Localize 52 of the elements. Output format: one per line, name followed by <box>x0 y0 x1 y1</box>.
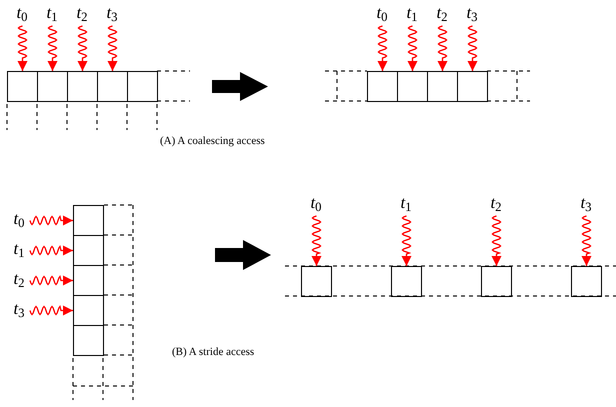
caption: (B) A stride access <box>172 347 254 358</box>
thread-label: t$_{1}$ <box>401 4 423 24</box>
wavy-arrow <box>47 25 58 71</box>
memory-cell <box>457 71 488 102</box>
memory-cell <box>73 235 104 266</box>
thread-label: t$_{3}$ <box>8 300 30 320</box>
thread-label: t$_{2}$ <box>8 270 30 290</box>
wavy-arrow <box>407 25 418 71</box>
thread-label: t$_{3}$ <box>575 194 597 214</box>
wavy-arrow <box>581 215 592 266</box>
thread-label: t$_{0}$ <box>8 210 30 230</box>
memory-cell <box>73 325 104 356</box>
wavy-arrow <box>311 215 322 266</box>
thread-label: t$_{0}$ <box>305 194 327 214</box>
wavy-arrow <box>29 275 73 286</box>
wavy-arrow <box>29 305 73 316</box>
memory-cell <box>427 71 458 102</box>
thread-label: t$_{0}$ <box>371 4 393 24</box>
thread-label: t$_{2}$ <box>485 194 507 214</box>
memory-cell <box>67 71 98 102</box>
wavy-arrow <box>377 25 388 71</box>
thread-label: t$_{1}$ <box>8 240 30 260</box>
wavy-arrow <box>77 25 88 71</box>
wavy-arrow <box>401 215 412 266</box>
memory-cell <box>367 71 398 102</box>
memory-cell <box>301 266 332 297</box>
memory-cell <box>397 71 428 102</box>
caption: (A) A coalescing access <box>160 136 265 147</box>
memory-cell <box>73 295 104 326</box>
memory-cell <box>73 205 104 236</box>
wavy-arrow <box>107 25 118 71</box>
thread-label: t$_{3}$ <box>461 4 483 24</box>
memory-cell <box>97 71 128 102</box>
thread-label: t$_{1}$ <box>41 4 63 24</box>
memory-cell <box>7 71 38 102</box>
memory-cell <box>73 265 104 296</box>
wavy-arrow <box>29 215 73 226</box>
memory-cell <box>37 71 68 102</box>
thread-label: t$_{1}$ <box>395 194 417 214</box>
memory-cell <box>391 266 422 297</box>
thread-label: t$_{2}$ <box>71 4 93 24</box>
thread-label: t$_{2}$ <box>431 4 453 24</box>
wavy-arrow <box>437 25 448 71</box>
memory-cell <box>127 71 158 102</box>
memory-cell <box>481 266 512 297</box>
wavy-arrow <box>29 245 73 256</box>
memory-cell <box>571 266 602 297</box>
thread-label: t$_{3}$ <box>101 4 123 24</box>
wavy-arrow <box>467 25 478 71</box>
wavy-arrow <box>491 215 502 266</box>
wavy-arrow <box>17 25 28 71</box>
thread-label: t$_{0}$ <box>11 4 33 24</box>
